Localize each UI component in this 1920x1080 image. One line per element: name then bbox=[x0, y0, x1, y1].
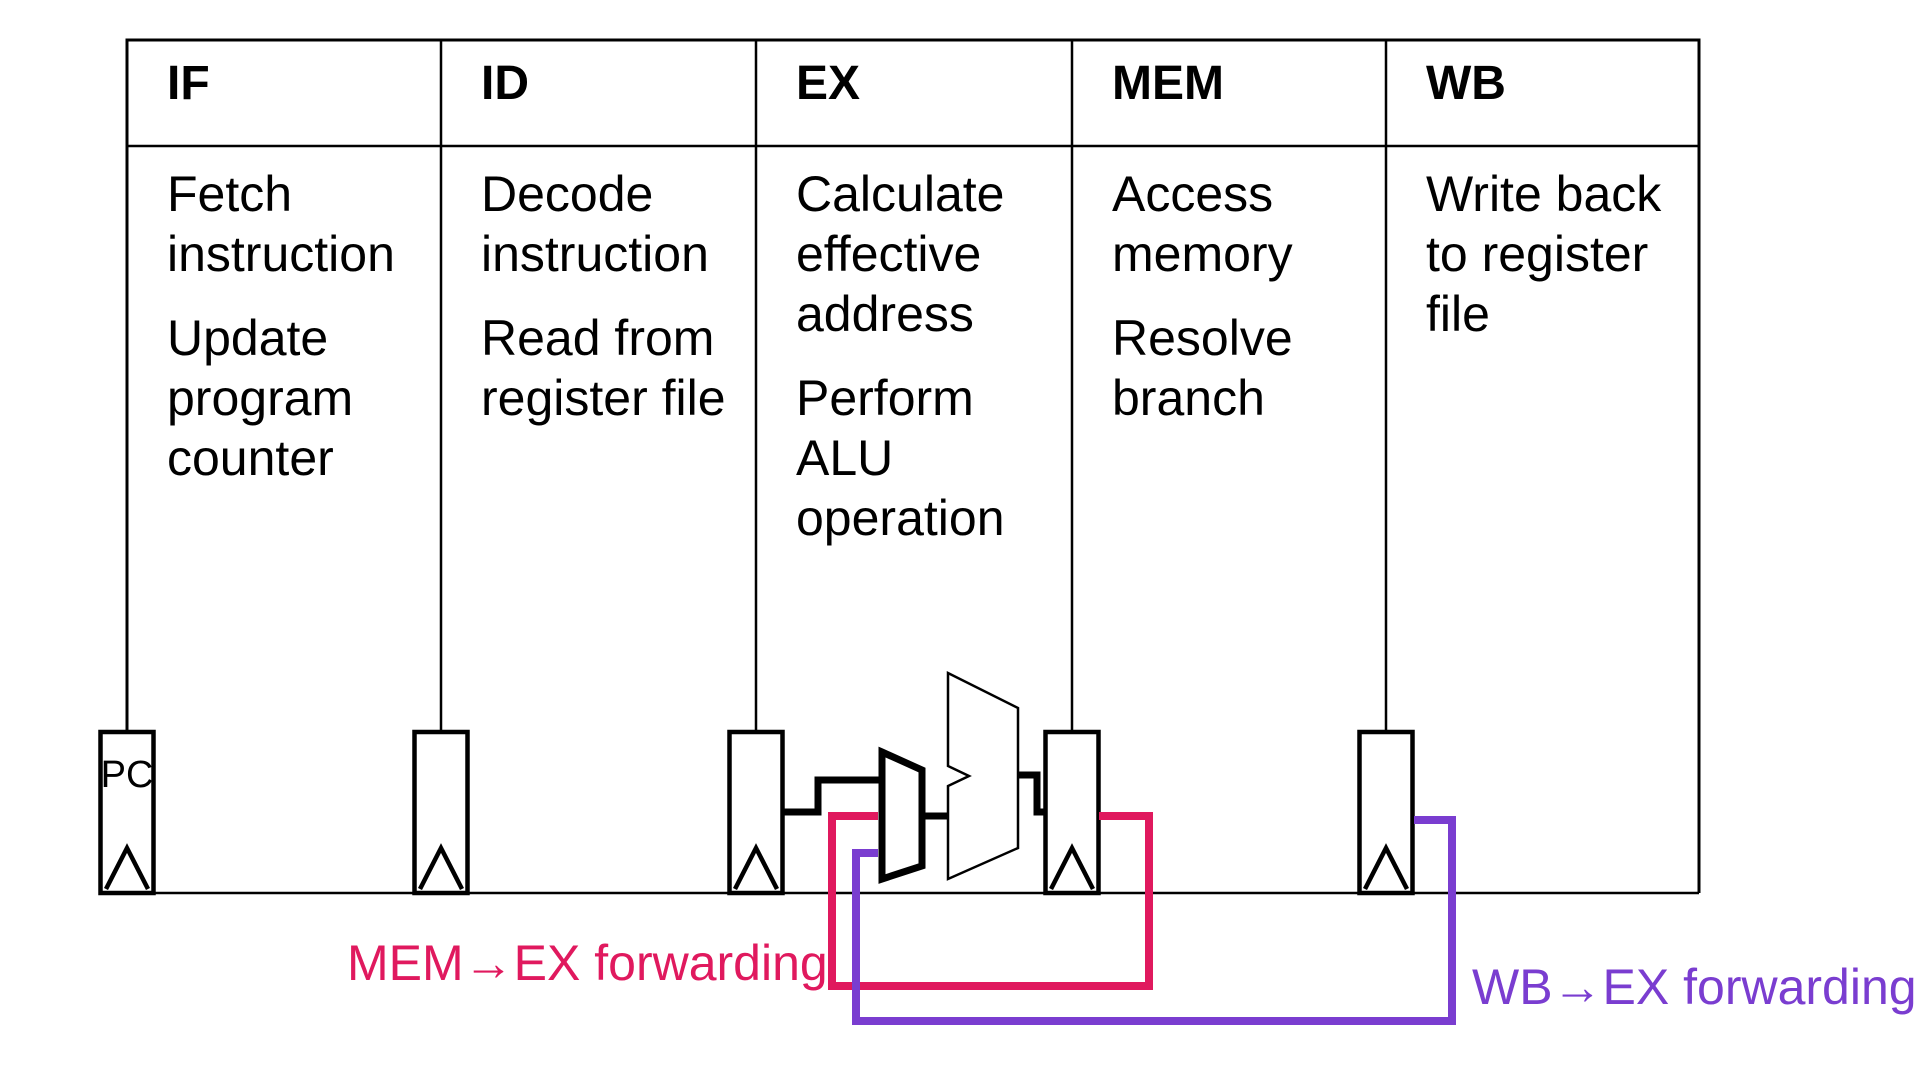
mem-wb-register bbox=[1357, 729, 1415, 896]
stage-task: Calculate effective address bbox=[796, 166, 1005, 342]
stage-header-mem: MEM bbox=[1112, 57, 1224, 110]
stage-cell-id: Decode instruction Read from register fi… bbox=[481, 164, 749, 428]
stage-cell-wb: Write back to register file bbox=[1426, 164, 1694, 368]
alu-to-register-wire bbox=[1018, 771, 1046, 816]
mem-ex-forwarding-label: MEM→EX forwarding bbox=[347, 935, 828, 991]
stage-header-if: IF bbox=[167, 57, 210, 110]
wb-ex-forwarding-label: WB→EX forwarding bbox=[1472, 959, 1917, 1015]
stage-task: Fetch instruction bbox=[167, 166, 395, 282]
wb-ex-forwarding-path bbox=[852, 816, 1456, 1025]
stage-cell-if: Fetch instruction Update program counter bbox=[167, 164, 435, 488]
stage-task: Read from register file bbox=[481, 310, 726, 426]
stage-task: Perform ALU operation bbox=[796, 370, 1005, 546]
clock-triangle-icon bbox=[103, 843, 151, 891]
stage-header-wb: WB bbox=[1426, 57, 1506, 110]
stage-task: Resolve branch bbox=[1112, 310, 1293, 426]
clock-triangle-icon bbox=[1048, 843, 1096, 891]
pc-register-label: PC bbox=[100, 754, 154, 796]
clock-triangle-icon bbox=[732, 843, 780, 891]
stage-task: Update program counter bbox=[167, 310, 354, 486]
if-id-register bbox=[412, 729, 470, 896]
clock-triangle-icon bbox=[417, 843, 465, 891]
pc-register bbox=[98, 729, 156, 896]
mux-shape bbox=[878, 746, 926, 884]
register-to-mux-wire bbox=[782, 776, 879, 816]
stage-task: Decode instruction bbox=[481, 166, 709, 282]
ex-mem-register bbox=[1043, 729, 1101, 896]
alu-shape bbox=[946, 670, 1020, 881]
id-ex-register bbox=[727, 729, 785, 896]
stage-cell-ex: Calculate effective address Perform ALU … bbox=[796, 164, 1064, 548]
stage-cell-mem: Access memory Resolve branch bbox=[1112, 164, 1380, 428]
clock-triangle-icon bbox=[1362, 843, 1410, 891]
datapath-wires bbox=[782, 771, 1046, 820]
mem-ex-forwarding-path bbox=[828, 812, 1153, 990]
stage-header-ex: EX bbox=[796, 57, 861, 110]
table-grid bbox=[125, 38, 1701, 895]
stage-task: Access memory bbox=[1112, 166, 1293, 282]
stage-task: Write back to register file bbox=[1426, 166, 1662, 342]
stage-header-id: ID bbox=[481, 57, 529, 110]
pipeline-registers bbox=[98, 729, 1415, 896]
